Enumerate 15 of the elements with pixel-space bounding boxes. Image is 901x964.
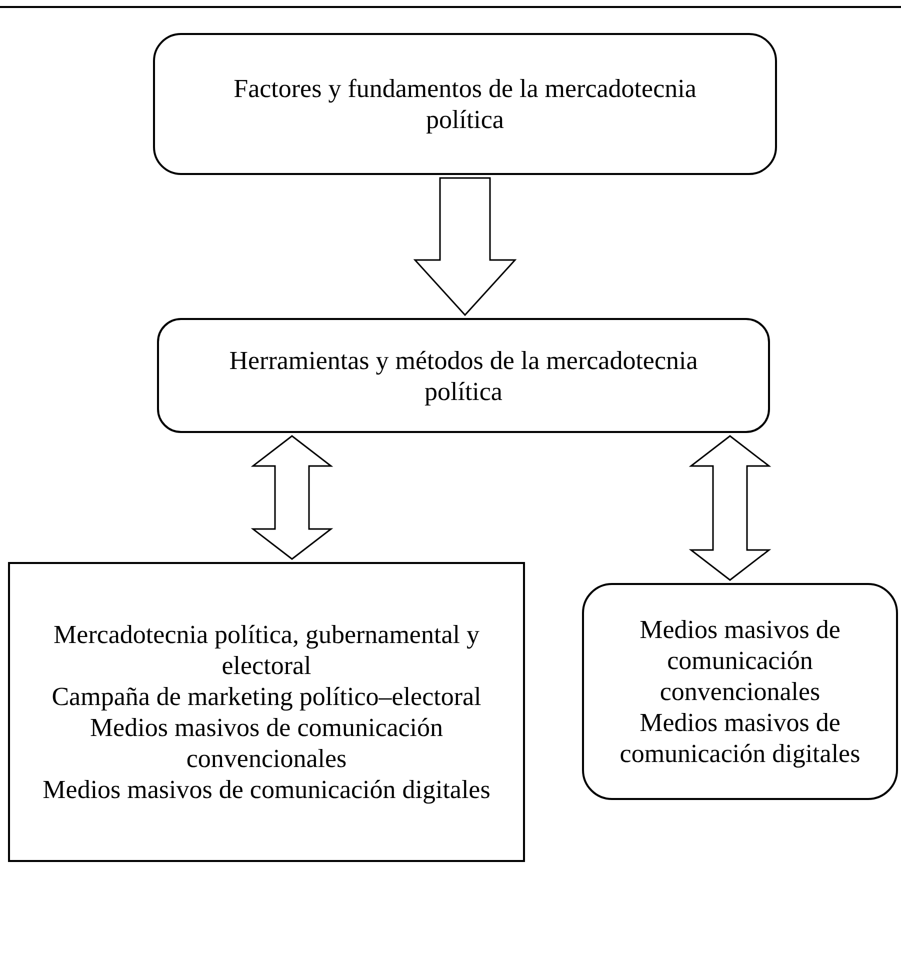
node-text: Mercadotecnia política, gubernamental y electoral [52, 619, 480, 681]
node-text: Campaña de marketing político–electoral [52, 681, 482, 712]
node-text: Medios masivos de comunicación digitales [618, 707, 862, 769]
rounded-box [582, 583, 898, 800]
block-arrow [250, 435, 334, 560]
node-text: Factores y fundamentos de la mercadotecnia política [232, 73, 698, 135]
rounded-box [157, 318, 770, 433]
block-arrow [413, 177, 517, 316]
block-arrow [688, 435, 772, 581]
rectangle-box [8, 562, 525, 862]
node-text: Medios masivos de comunicación convencionales [638, 614, 842, 707]
rounded-box [153, 33, 777, 175]
node-text: Medios masivos de comunicación convencionales [88, 712, 444, 774]
node-text: Herramientas y métodos de la mercadotecnia política [228, 344, 699, 406]
node-text: Medios masivos de comunicación digitales [42, 774, 490, 805]
